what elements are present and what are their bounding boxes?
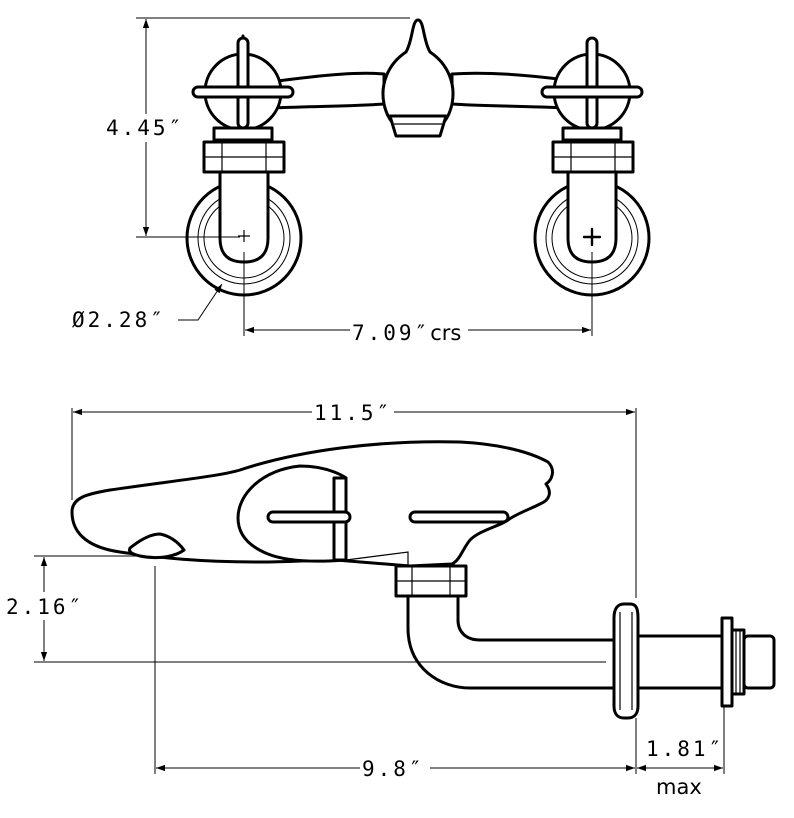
side-view: 11.5″ 2.16″ 9.8″ 1.81″ max — [4, 398, 776, 799]
handle-arm-right — [408, 510, 510, 524]
spout-height-dimension-label: 2.16″ — [6, 595, 84, 619]
reach-dimension-label: 9.8″ — [362, 757, 425, 781]
right-valve — [533, 36, 651, 297]
centers-dimension-label: 7.09″ — [352, 321, 430, 345]
centers-suffix-label: crs — [430, 321, 461, 345]
height-dimension-label: 4.45″ — [106, 116, 184, 140]
left-valve — [185, 34, 303, 297]
supply-shank — [636, 634, 730, 690]
supply-elbow — [406, 590, 616, 690]
diameter-dimension-label: Ø2.28″ — [72, 308, 166, 332]
overall-length-dimension-label: 11.5″ — [314, 401, 392, 425]
svg-text:7.09″crs: 7.09″crs — [352, 321, 461, 345]
handle-arm-left — [266, 510, 352, 524]
front-view: 4.45″ Ø2.28″ 7.09″crs — [72, 17, 651, 345]
center-spout-outlet — [388, 114, 448, 138]
wall-flange-dimension-label: 1.81″ — [646, 737, 724, 761]
side-wall-flange — [612, 602, 640, 720]
spout-aerator — [128, 532, 186, 560]
wall-flange-max-note: max — [656, 775, 702, 799]
